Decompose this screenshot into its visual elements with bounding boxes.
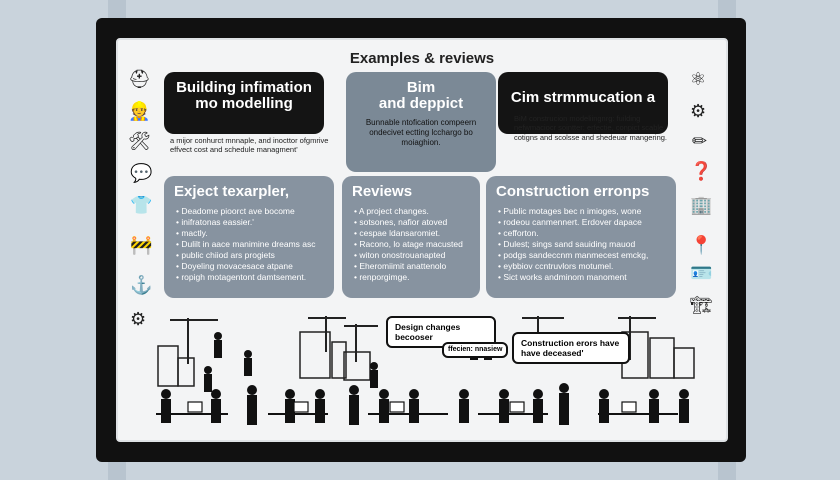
list-item: ropigh motagentont damtsement. bbox=[176, 272, 328, 283]
card-examples: Exject texarpler, Deadome pioorct ave bo… bbox=[164, 176, 334, 298]
page-title: Examples & reviews bbox=[349, 50, 495, 67]
list-item: cefforton. bbox=[498, 228, 670, 239]
reviews-list: A project changes. sotsones, nafior atov… bbox=[342, 206, 480, 283]
list-item: Doyeling movacesace atpane bbox=[176, 261, 328, 272]
card-heading: Construction erronps bbox=[496, 183, 650, 200]
list-item: A project changes. bbox=[354, 206, 474, 217]
speech-bubble-design-sub: ffecien: nnasiew bbox=[442, 342, 509, 359]
card-body: Bunnable ntofication compeern ondecivet … bbox=[365, 117, 477, 147]
card-heading: and deppict bbox=[378, 94, 464, 112]
examples-list: Deadome pioorct ave bocome inifratonas e… bbox=[164, 206, 334, 283]
list-item: sotsones, nafior atoved bbox=[354, 217, 474, 228]
tools-icon: 🛠 bbox=[128, 131, 151, 151]
card-heading: Building infimation bbox=[176, 79, 312, 96]
question-icon: ❓ bbox=[690, 161, 713, 181]
list-item: Deadome pioorct ave bocome bbox=[176, 206, 328, 217]
speech-bubble-errors: Construction erors have have deceased' bbox=[512, 332, 630, 365]
card-construction-errors: Construction erronps Public motages bec … bbox=[486, 176, 676, 298]
list-item: renporgimge. bbox=[354, 272, 474, 283]
card-heading: mo modelling bbox=[195, 94, 293, 112]
card-bim-depict: Bim and deppict Bunnable ntofication com… bbox=[346, 72, 496, 172]
card-heading: Cim strmmucation a bbox=[510, 89, 656, 106]
list-item: rodeou canmennert. Erdover dapace bbox=[498, 217, 670, 228]
card-bim-modelling: Building infimation mo modelling bbox=[164, 72, 324, 134]
card-cim: Cim strmmucation a bbox=[498, 72, 668, 134]
building-icon: 🏢 bbox=[690, 195, 713, 215]
infographic-panel: Examples & reviews Building infimation m… bbox=[116, 38, 728, 442]
list-item: mactly. bbox=[176, 228, 328, 239]
list-item: eybbiov ccntruvlors motumel. bbox=[498, 261, 670, 272]
list-item: podgs sandeccnm manmecest emckg, bbox=[498, 250, 670, 261]
construction-scene bbox=[156, 316, 695, 425]
card-heading: Exject texarpler, bbox=[174, 183, 290, 200]
list-item: Dulilt in aace manimine dreams asc bbox=[176, 239, 328, 250]
bubble-text: ffecien: nnasiew bbox=[448, 346, 503, 353]
list-item: inifratonas eassier.' bbox=[176, 217, 328, 228]
bubble-text: Design changes becooser bbox=[395, 322, 461, 343]
list-item: Sict works andminom manoment bbox=[498, 272, 670, 283]
cap-icon: ⛑ bbox=[128, 69, 151, 89]
card-body: BiM construcion modeliingnrg: fuilding n… bbox=[514, 114, 668, 142]
chat-icon: 💬 bbox=[130, 163, 153, 183]
list-item: cespae ldansaromiet. bbox=[354, 228, 474, 239]
crane-hook-icon: ⚓ bbox=[130, 275, 153, 295]
card-heading: Reviews bbox=[352, 183, 413, 200]
location-card-icon: 📍 bbox=[690, 235, 713, 255]
errors-list: Public motages bec n imioges, wone rodeo… bbox=[486, 206, 676, 283]
id-card-icon: 🪪 bbox=[690, 263, 713, 283]
list-item: witon onostrouanapted bbox=[354, 250, 474, 261]
atom-icon: ⚛ bbox=[690, 69, 707, 89]
excavator-icon: 🏗 bbox=[690, 295, 713, 315]
list-item: Public motages bec n imioges, wone bbox=[498, 206, 670, 217]
tshirt-icon: 👕 bbox=[130, 195, 153, 215]
pencil-icon: ✏ bbox=[692, 131, 708, 151]
list-item: Eheromiimit anattenolo bbox=[354, 261, 474, 272]
card-body: a mijor conhurct mnnaple, and inocttor o… bbox=[170, 136, 329, 155]
gear-icon: ⚙ bbox=[130, 309, 147, 329]
worker-icon: 👷 bbox=[128, 101, 151, 121]
list-item: Racono, lo atage macusted bbox=[354, 239, 474, 250]
list-item: public chiiod ars progiets bbox=[176, 250, 328, 261]
bubble-text: Construction erors have have deceased' bbox=[521, 338, 620, 359]
list-item: Dulest; sings sand sauiding mauod bbox=[498, 239, 670, 250]
cones-icon: 🚧 bbox=[130, 235, 153, 255]
gear-icon: ⚙ bbox=[690, 101, 707, 121]
card-heading: Bim bbox=[406, 79, 436, 96]
card-reviews: Reviews A project changes. sotsones, naf… bbox=[342, 176, 480, 298]
